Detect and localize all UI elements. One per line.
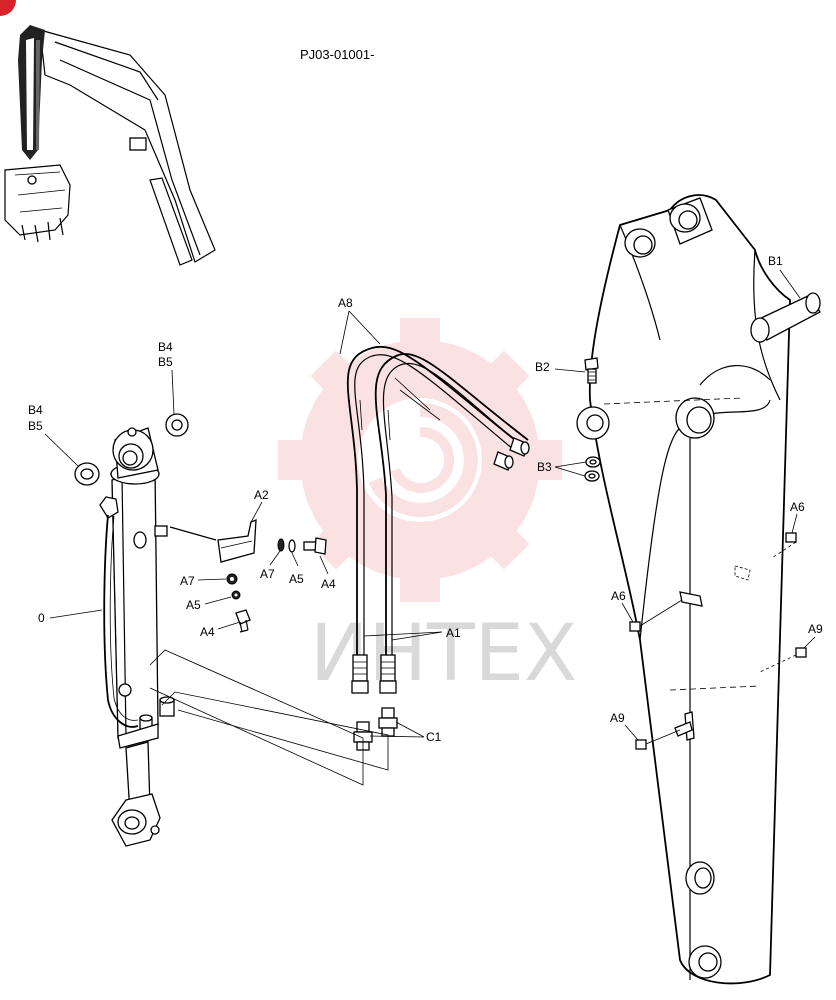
- label-b1: B1: [768, 254, 783, 268]
- bolt-a4-right: [303, 537, 327, 555]
- label-b5-top: B5: [158, 355, 173, 369]
- label-cylinder: 0: [38, 611, 45, 625]
- bracket-a2: [217, 519, 257, 563]
- excavator-boom: [576, 194, 791, 985]
- label-a1: A1: [446, 626, 461, 640]
- assembly-lines: [149, 526, 389, 786]
- bolt-a4-left: [235, 609, 251, 633]
- grease-fitting-a9-right: [795, 647, 807, 658]
- label-a9-right: A9: [808, 622, 823, 636]
- nut-a7-right: [277, 538, 285, 552]
- label-b2: B2: [535, 360, 550, 374]
- label-a5-right: A5: [289, 572, 304, 586]
- corner-badge: [0, 0, 16, 16]
- watermark-text: ИНТЕХ: [310, 609, 577, 699]
- label-a7-right: A7: [260, 567, 275, 581]
- nut-b3-bottom: [584, 470, 600, 482]
- cylinder-port-nipple: [154, 525, 168, 537]
- grease-fitting-a6-top: [785, 532, 797, 543]
- callout-labels: 0 B4 B5 B4 B5 A2 A7 A7 A5 A5 A4 A4 A8 A1…: [28, 254, 823, 744]
- label-b5-left: B5: [28, 419, 43, 433]
- label-a9-left: A9: [610, 711, 625, 725]
- washer-b4-b5-top: [165, 413, 189, 437]
- label-a4-right: A4: [321, 577, 336, 591]
- label-b3: B3: [537, 460, 552, 474]
- grease-fitting-a9-left: [635, 739, 647, 750]
- label-a7-left: A7: [180, 574, 195, 588]
- hydraulic-hoses-a8: [346, 345, 530, 694]
- label-a8: A8: [338, 296, 353, 310]
- label-c1: C1: [426, 730, 442, 744]
- pin-b1: [750, 292, 821, 343]
- drawing-code: PJ03-01001-: [300, 47, 374, 62]
- label-b4-top: B4: [158, 340, 173, 354]
- washer-b4-b5-left: [74, 462, 100, 486]
- fitting-c1-right: [378, 707, 398, 737]
- nut-a7-left: [226, 573, 238, 585]
- grease-fitting-a6-mid: [629, 621, 641, 632]
- label-a6-mid: A6: [611, 589, 626, 603]
- label-a4-left: A4: [200, 625, 215, 639]
- label-a2: A2: [254, 488, 269, 502]
- watermark-gear-logo: [278, 318, 562, 602]
- hydraulic-cylinder: [99, 427, 175, 847]
- label-a5-left: A5: [186, 598, 201, 612]
- excavator-arm-thumbnail: [4, 25, 216, 266]
- washer-a5-left: [231, 590, 241, 600]
- label-a6-top: A6: [790, 500, 805, 514]
- nut-b3-top: [585, 456, 601, 468]
- label-b4-left: B4: [28, 403, 43, 417]
- bolt-b2: [584, 357, 599, 384]
- washer-a5-right: [288, 539, 296, 553]
- leader-lines: [44, 269, 816, 745]
